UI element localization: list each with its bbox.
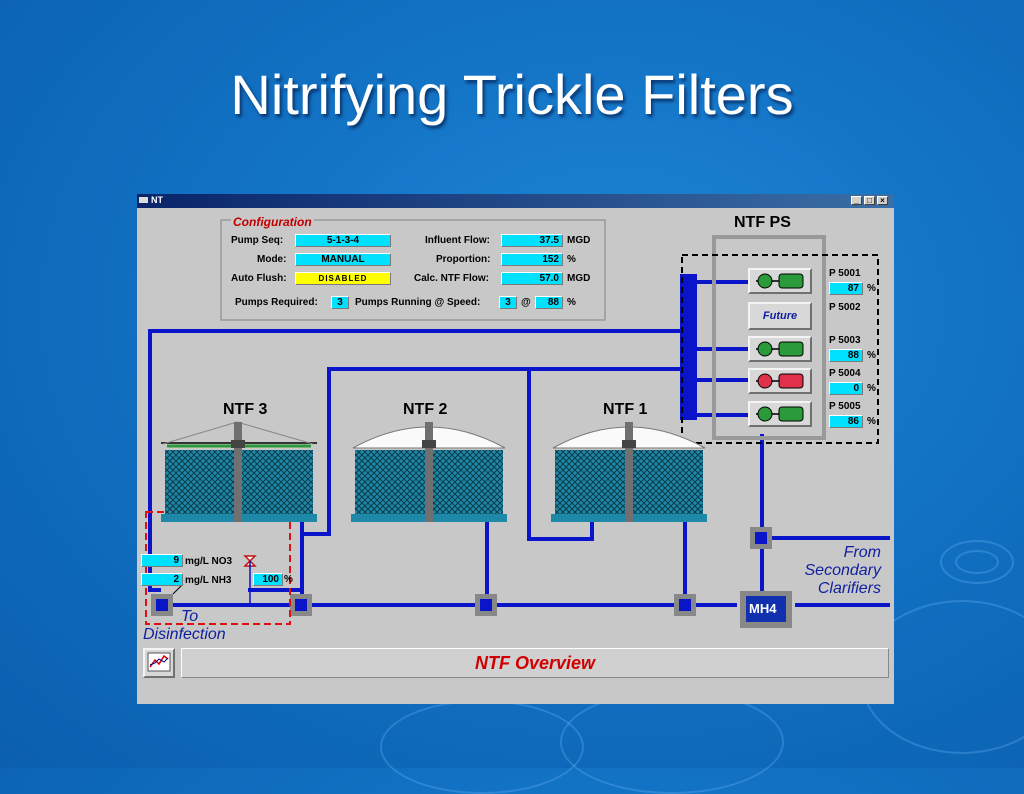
pump-icon xyxy=(756,341,804,357)
pump-station-dashed-border xyxy=(681,254,879,444)
ntf3-label[interactable]: NTF 3 xyxy=(223,401,268,418)
pump-seq-field[interactable]: 5-1-3-4 xyxy=(295,234,391,247)
valve-position-unit: % xyxy=(284,574,293,585)
pump-icon xyxy=(756,406,804,422)
ntf3-tank xyxy=(161,421,317,522)
trend-chart-button[interactable] xyxy=(143,648,175,678)
pump-5004-unit: % xyxy=(867,383,876,394)
config-heading: Configuration xyxy=(231,215,314,229)
status-bar: NTF Overview xyxy=(181,648,889,678)
pump-5004-id: P 5004 xyxy=(829,368,861,379)
calc-ntf-flow-field[interactable]: 57.0 xyxy=(501,272,563,285)
pump-icon xyxy=(756,373,804,389)
proportion-unit: % xyxy=(567,254,576,265)
process-diagram xyxy=(145,219,890,628)
disinfection-label: Disinfection xyxy=(143,626,226,643)
ripple-decoration xyxy=(380,700,584,794)
proportion-field[interactable]: 152 xyxy=(501,253,563,266)
from-secondary-clarifiers-label: From Secondary Clarifiers xyxy=(773,544,882,598)
pump-5002-future-button[interactable]: Future xyxy=(748,302,812,330)
speed-field[interactable]: 88 xyxy=(535,296,563,309)
ripple-decoration xyxy=(940,540,1014,584)
ripple-decoration xyxy=(560,690,784,794)
influent-flow-unit: MGD xyxy=(567,235,591,246)
pumps-running-label: Pumps Running @ Speed: xyxy=(355,297,481,308)
pump-5001-button[interactable] xyxy=(748,268,812,294)
pump-5001-speed[interactable]: 87 xyxy=(829,282,863,295)
pump-5005-unit: % xyxy=(867,416,876,427)
auto-flush-label: Auto Flush: xyxy=(231,273,287,284)
pump-5001-unit: % xyxy=(867,283,876,294)
system-menu-icon[interactable] xyxy=(139,197,148,203)
mode-label: Mode: xyxy=(257,254,287,265)
from-label: From xyxy=(843,544,881,561)
ripple-decoration xyxy=(955,550,999,574)
window-titlebar[interactable]: NT _ □ × xyxy=(137,194,894,208)
ntf-overview-title: NTF Overview xyxy=(474,653,596,673)
pumps-running-field[interactable]: 3 xyxy=(499,296,517,309)
pump-5003-button[interactable] xyxy=(748,336,812,362)
pump-icon xyxy=(756,273,804,289)
nh3-label: mg/L NH3 xyxy=(185,575,232,586)
pump-5003-speed[interactable]: 88 xyxy=(829,349,863,362)
secondary-label: Secondary xyxy=(804,562,882,579)
ntf2-tank xyxy=(351,422,507,522)
pump-5001-id: P 5001 xyxy=(829,268,861,279)
to-disinfection-label: To Disinfection xyxy=(143,608,226,644)
pumps-required-field[interactable]: 3 xyxy=(331,296,349,309)
influent-flow-label: Influent Flow: xyxy=(425,235,490,246)
mh4-label[interactable]: MH4 xyxy=(749,601,777,616)
nh3-value[interactable]: 2 xyxy=(141,573,183,586)
trend-chart-icon xyxy=(147,652,171,672)
pump-station-frame xyxy=(712,235,826,440)
maximize-icon[interactable]: □ xyxy=(864,196,875,205)
pump-5003-unit: % xyxy=(867,350,876,361)
auto-flush-field[interactable]: DISABLED xyxy=(295,272,391,285)
scada-window: NT _ □ × xyxy=(137,194,894,704)
pump-5004-button[interactable] xyxy=(748,368,812,394)
no3-label: mg/L NO3 xyxy=(185,556,233,567)
pump-5005-id: P 5005 xyxy=(829,401,861,412)
minimize-icon[interactable]: _ xyxy=(851,196,862,205)
close-icon[interactable]: × xyxy=(877,196,888,205)
valve-position[interactable]: 100 xyxy=(253,573,283,586)
config-box xyxy=(220,219,606,321)
pump-5004-speed[interactable]: 0 xyxy=(829,382,863,395)
calc-ntf-flow-label: Calc. NTF Flow: xyxy=(414,273,489,284)
pump-5002-id: P 5002 xyxy=(829,302,861,313)
mode-field[interactable]: MANUAL xyxy=(295,253,391,266)
pump-seq-label: Pump Seq: xyxy=(231,235,284,246)
speed-unit: % xyxy=(567,297,576,308)
slide-title: Nitrifying Trickle Filters xyxy=(230,63,794,126)
window-title: NT xyxy=(151,195,163,205)
to-label: To xyxy=(181,608,199,625)
at-label: @ xyxy=(521,297,531,308)
junction-boxes xyxy=(151,527,772,616)
ntf1-label[interactable]: NTF 1 xyxy=(603,401,648,418)
pumps-required-label: Pumps Required: xyxy=(235,297,318,308)
proportion-label: Proportion: xyxy=(436,254,491,265)
pump-5003-id: P 5003 xyxy=(829,335,861,346)
pump-5005-speed[interactable]: 86 xyxy=(829,415,863,428)
pump-station-title: NTF PS xyxy=(734,214,791,231)
no3-value[interactable]: 9 xyxy=(141,554,183,567)
pump-5005-button[interactable] xyxy=(748,401,812,427)
ntf2-label[interactable]: NTF 2 xyxy=(403,401,448,418)
calc-ntf-flow-unit: MGD xyxy=(567,273,591,284)
ntf1-tank xyxy=(551,422,707,522)
clarifiers-label: Clarifiers xyxy=(817,580,881,597)
influent-flow-field[interactable]: 37.5 xyxy=(501,234,563,247)
pump-manifold xyxy=(680,274,697,420)
